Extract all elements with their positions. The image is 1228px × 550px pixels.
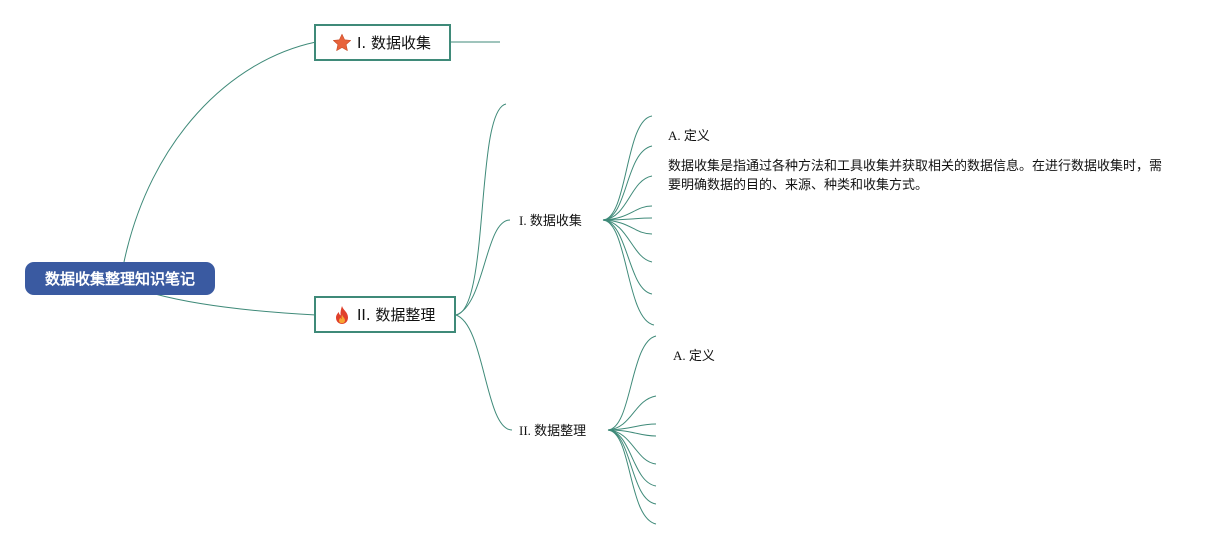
connector-root-branch-1	[123, 41, 317, 263]
root-node[interactable]: 数据收集整理知识笔记	[25, 262, 215, 295]
connector-sub-2-child-2	[607, 395, 657, 431]
connector-branch-2-top	[455, 103, 507, 316]
connector-sub-1-child-5	[602, 217, 653, 221]
connector-sub-2-child-8	[607, 429, 657, 525]
fire-icon	[332, 305, 352, 325]
branch-node-data-collection[interactable]: I. 数据收集	[314, 24, 451, 61]
definition-description-text: 数据收集是指通过各种方法和工具收集并获取相关的数据信息。在进行数据收集时，需要明…	[668, 159, 1163, 193]
branch-label: II. 数据整理	[357, 306, 436, 324]
definition-node-organization[interactable]: A. 定义	[673, 348, 715, 364]
connector-sub-1-child-4	[602, 205, 653, 221]
connector-sub-1-child-6	[602, 219, 653, 235]
connector-sub-1-child-1	[602, 115, 653, 221]
connector-sub-2-child-4	[607, 429, 657, 437]
definition-label: A. 定义	[668, 128, 710, 143]
connector-sub-2-child-5	[607, 429, 657, 465]
connector-branch-2-sub-2	[455, 314, 513, 431]
connector-sub-1-child-2	[602, 145, 653, 221]
sub-node-label: II. 数据整理	[519, 423, 587, 438]
root-title: 数据收集整理知识笔记	[44, 270, 195, 288]
definition-node-collection[interactable]: A. 定义	[668, 128, 710, 144]
connector-root-branch-2	[154, 293, 317, 316]
star-icon	[332, 33, 352, 53]
sub-node-data-organization[interactable]: II. 数据整理	[519, 423, 586, 439]
branch-node-data-organization[interactable]: II. 数据整理	[314, 296, 456, 333]
connector-sub-1-child-9	[602, 219, 655, 326]
connector-sub-1-child-3	[602, 175, 653, 221]
definition-label: A. 定义	[673, 348, 715, 363]
sub-node-data-collection[interactable]: I. 数据收集	[519, 213, 582, 229]
branch-label: I. 数据收集	[357, 34, 431, 52]
connector-sub-1-child-8	[602, 219, 653, 295]
connector-sub-2-child-7	[607, 429, 657, 505]
connector-branch-2-sub-1	[455, 219, 511, 316]
connector-sub-2-child-1	[607, 335, 657, 431]
connector-sub-2-child-3	[607, 423, 657, 431]
definition-description: 数据收集是指通过各种方法和工具收集并获取相关的数据信息。在进行数据收集时，需要明…	[668, 157, 1168, 195]
connector-sub-1-child-7	[602, 219, 653, 263]
connector-sub-2-child-6	[607, 429, 657, 487]
sub-node-label: I. 数据收集	[519, 213, 582, 228]
